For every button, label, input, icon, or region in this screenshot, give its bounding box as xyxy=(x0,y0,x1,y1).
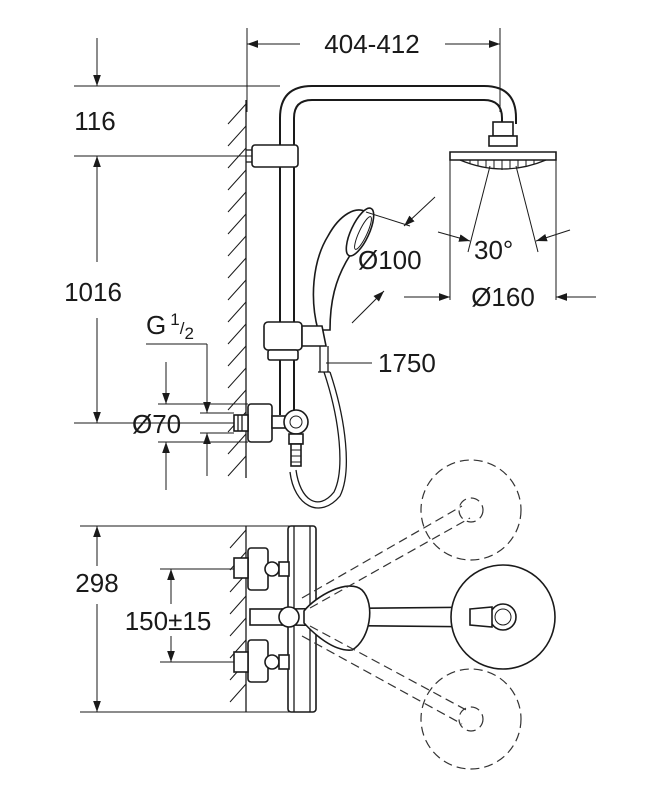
slider-holder xyxy=(263,321,330,373)
thread-main: G xyxy=(146,310,166,340)
inlet-centers-label: 150±15 xyxy=(125,606,212,636)
top-offset-label: 116 xyxy=(74,106,115,136)
hand-shower-diameter-label: Ø100 xyxy=(358,245,422,275)
plan-swing-positions xyxy=(301,459,522,770)
svg-text:G1/2: G1/2 xyxy=(146,310,194,343)
hand-shower xyxy=(312,207,375,331)
arm-reach-label: 404-412 xyxy=(324,29,419,59)
head-shower-diameter-label: Ø160 xyxy=(471,282,535,312)
dimension-escutcheon xyxy=(158,362,248,490)
plan-head-shower xyxy=(450,564,556,670)
shower-hose xyxy=(295,371,341,503)
rail-height-label: 1016 xyxy=(64,277,122,307)
mixer-depth-label: 298 xyxy=(75,568,118,598)
dimension-hand-shower xyxy=(351,196,436,324)
dimension-vertical-left xyxy=(74,38,280,424)
spray-angle-label: 30° xyxy=(474,235,513,265)
overhead-arm xyxy=(279,85,517,124)
dimension-arm-reach xyxy=(246,28,501,112)
plan-hand-shower xyxy=(303,585,371,651)
escutcheon-diameter-label: Ø70 xyxy=(132,409,181,439)
plan-view: 298 150±15 xyxy=(75,459,556,770)
dimension-mixer-depth xyxy=(80,525,300,713)
plan-wall-hatching xyxy=(229,526,247,712)
thread-subscript: 2 xyxy=(184,324,193,343)
front-elevation-view: 404-412 116 1016 G1/2 Ø70 xyxy=(64,28,596,509)
head-shower xyxy=(449,121,557,300)
dimension-spray-angle xyxy=(437,229,571,242)
hose-length-label: 1750 xyxy=(378,348,436,378)
thread-superscript: 1 xyxy=(170,310,179,329)
wall-bracket xyxy=(246,144,299,168)
dimension-inlet-centers xyxy=(160,568,234,663)
front-mixer xyxy=(233,403,309,467)
